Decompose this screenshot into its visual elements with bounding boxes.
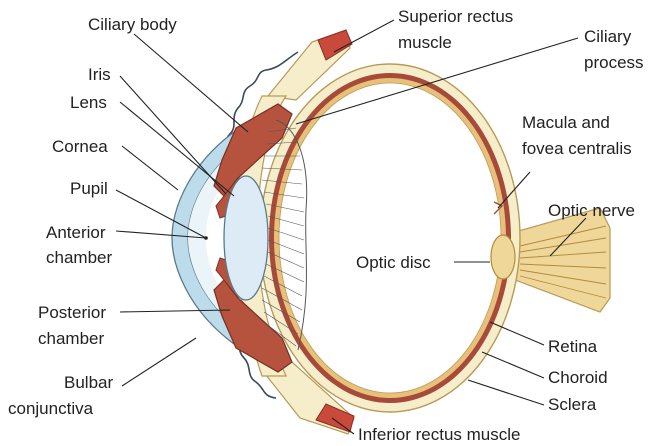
label-macula-2: fovea centralis: [522, 139, 632, 158]
label-superior-rectus-2: muscle: [398, 33, 452, 52]
label-bulbar-conjunctiva-2: conjunctiva: [8, 399, 94, 418]
label-anterior-chamber-1: Anterior: [46, 223, 106, 242]
label-anterior-chamber-2: chamber: [46, 248, 112, 267]
label-inferior-rectus: Inferior rectus muscle: [358, 425, 521, 444]
vitreous-body: [279, 83, 501, 393]
label-bulbar-conjunctiva-1: Bulbar: [64, 373, 113, 392]
label-retina: Retina: [548, 337, 598, 356]
label-iris: Iris: [88, 65, 111, 84]
label-macula-1: Macula and: [522, 113, 610, 132]
label-posterior-chamber-1: Posterior: [38, 303, 106, 322]
label-optic-disc: Optic disc: [356, 253, 431, 272]
label-cornea: Cornea: [52, 137, 108, 156]
lens: [224, 176, 268, 300]
label-choroid: Choroid: [548, 368, 608, 387]
label-lens: Lens: [70, 93, 107, 112]
label-ciliary-process-2: process: [584, 53, 644, 72]
label-optic-nerve: Optic nerve: [548, 201, 635, 220]
label-pupil: Pupil: [70, 179, 108, 198]
label-posterior-chamber-2: chamber: [38, 329, 104, 348]
label-ciliary-process-1: Ciliary: [584, 27, 632, 46]
label-superior-rectus-1: Superior rectus: [398, 7, 513, 26]
label-sclera: Sclera: [548, 395, 597, 414]
label-ciliary-body: Ciliary body: [88, 15, 177, 34]
optic-disc: [491, 235, 515, 279]
